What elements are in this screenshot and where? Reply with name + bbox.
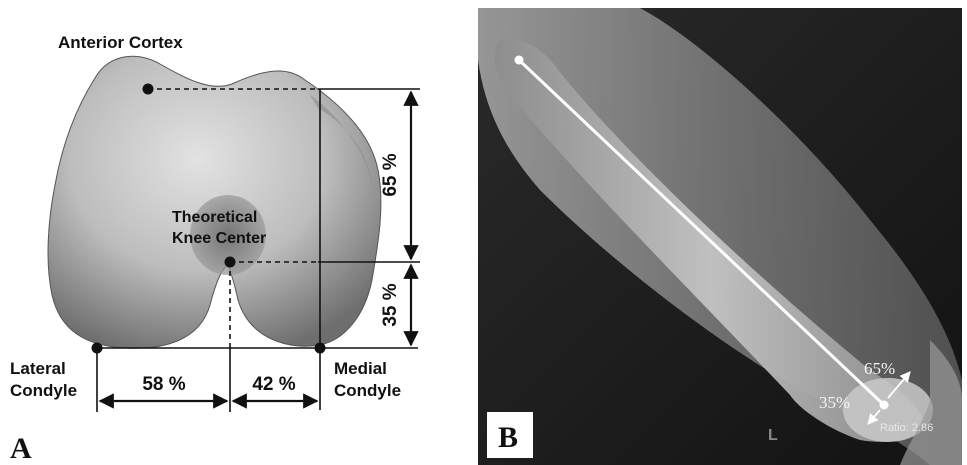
anterior-cortex-label: Anterior Cortex xyxy=(58,33,183,52)
lateral-condyle-point xyxy=(92,343,103,354)
lower-percentage-label: 35% xyxy=(819,393,850,412)
lateral-condyle-label-line1: Lateral xyxy=(10,359,66,378)
medial-condyle-label-line1: Medial xyxy=(334,359,387,378)
anterior-cortex-point xyxy=(143,84,154,95)
medial-condyle-point xyxy=(315,343,326,354)
panel-a: Anterior Cortex Theoretical Knee Center … xyxy=(10,33,420,465)
side-marker: L xyxy=(768,427,778,444)
medial-condyle-label-line2: Condyle xyxy=(334,381,401,400)
panel-a-label: A xyxy=(10,432,32,465)
theoretical-knee-center-label-line1: Theoretical xyxy=(172,209,257,226)
ratio-readout: Ratio: 2.86 xyxy=(880,422,933,434)
panel-b: 65% 35% Ratio: 2.86 L B xyxy=(478,8,962,465)
lateral-condyle-label-line2: Condyle xyxy=(10,381,77,400)
right-width-percentage-label: 42 % xyxy=(252,374,295,395)
upper-percentage-label: 65% xyxy=(864,359,895,378)
upper-percentage-label: 65 % xyxy=(380,153,401,196)
panel-b-label: B xyxy=(498,421,518,454)
hip-center-point xyxy=(515,56,524,65)
theoretical-knee-center-label-line2: Knee Center xyxy=(172,230,266,247)
knee-point xyxy=(880,401,889,410)
knee-center-point xyxy=(225,257,236,268)
lower-percentage-label: 35 % xyxy=(380,283,401,326)
left-width-percentage-label: 58 % xyxy=(142,374,185,395)
